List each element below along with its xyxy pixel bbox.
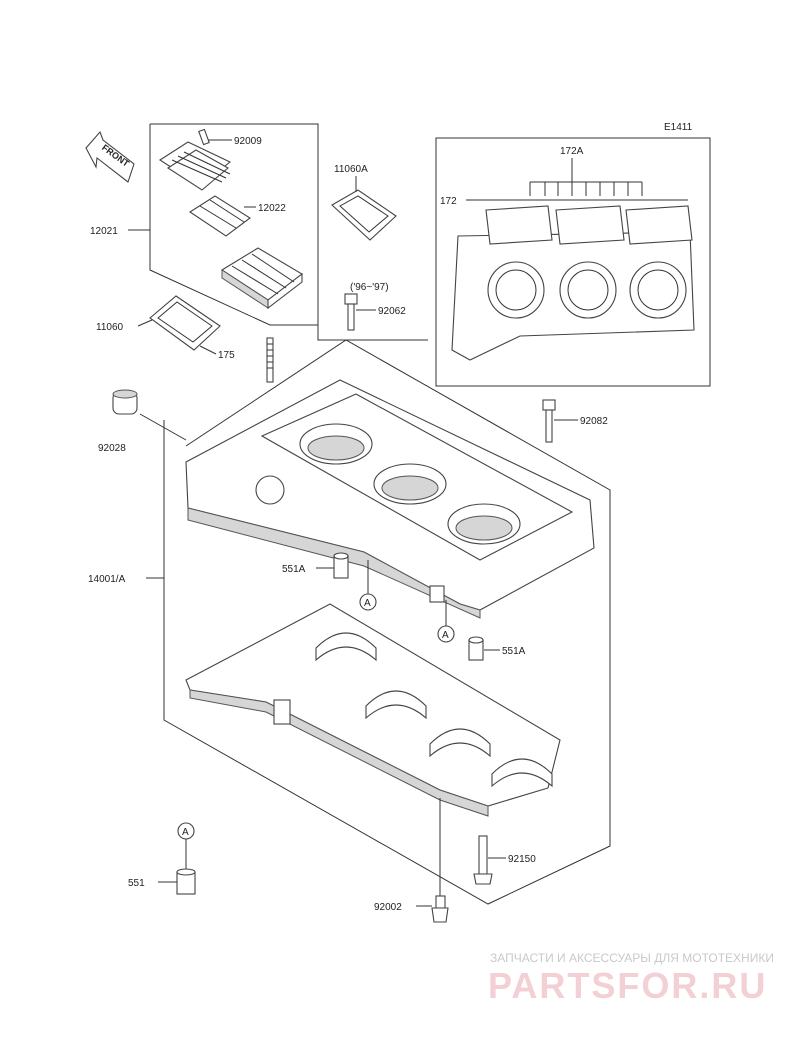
dowel-551A-right: 551A bbox=[468, 636, 526, 661]
ref-marker-a2: A bbox=[437, 600, 455, 643]
callout-175: 175 bbox=[218, 350, 235, 361]
callout-551: 551 bbox=[128, 878, 145, 889]
ref-marker-a1: A bbox=[359, 560, 377, 611]
upper-crankcase bbox=[185, 379, 595, 619]
reed-petals bbox=[158, 128, 232, 191]
gasket-11060: 11060 175 bbox=[96, 295, 235, 361]
diagram-code: E1411 bbox=[664, 122, 693, 133]
callout-92082: 92082 bbox=[580, 416, 608, 427]
callout-92002: 92002 bbox=[374, 902, 402, 913]
bolt-92002: 92002 bbox=[374, 798, 449, 923]
callout-92062: 92062 bbox=[378, 306, 406, 317]
watermark: ЗАПЧАСТИ И АКСЕССУАРЫ ДЛЯ МОТОТЕХНИКИ PA… bbox=[488, 951, 774, 1006]
callout-551A-right: 551A bbox=[502, 646, 526, 657]
callout-11060: 11060 bbox=[96, 322, 124, 333]
dowel-551A-left: 551A bbox=[282, 552, 349, 579]
plug-92028: 92028 bbox=[98, 389, 187, 454]
callout-92009: 92009 bbox=[234, 136, 262, 147]
reed-valve-group: FRONT 92009 12022 12021 bbox=[85, 123, 319, 326]
callout-14001A: 14001/A bbox=[88, 574, 126, 585]
bolt-92150: 92150 bbox=[473, 835, 536, 885]
callout-92028: 92028 bbox=[98, 443, 126, 454]
callout-551A-left: 551A bbox=[282, 564, 306, 575]
callout-172: 172 bbox=[440, 196, 457, 207]
stud-175 bbox=[266, 337, 274, 383]
front-arrow-icon: FRONT bbox=[85, 130, 135, 183]
callout-11060A: 11060A bbox=[334, 164, 368, 175]
reed-stoppers bbox=[188, 195, 251, 237]
watermark-brand: PARTSFOR.RU bbox=[488, 965, 767, 1006]
lower-crankcase bbox=[185, 603, 561, 817]
cylinder-inset: E1411 172A 172 bbox=[435, 122, 711, 387]
callout-92150: 92150 bbox=[508, 854, 536, 865]
ref-marker-a3: A bbox=[177, 822, 195, 870]
crankcase-outline bbox=[163, 339, 611, 905]
ref-a3-text: A bbox=[182, 827, 189, 838]
ref-a2-text: A bbox=[442, 630, 449, 641]
callout-172A: 172A bbox=[560, 146, 584, 157]
bolt-92062-group: ('96~'97) 92062 bbox=[317, 272, 428, 341]
dowel-551: 551 bbox=[128, 868, 196, 895]
years-note: ('96~'97) bbox=[350, 282, 389, 293]
reed-valve-block bbox=[220, 247, 303, 310]
gasket-11060A: 11060A bbox=[331, 164, 397, 241]
watermark-tagline: ЗАПЧАСТИ И АКСЕССУАРЫ ДЛЯ МОТОТЕХНИКИ bbox=[490, 951, 774, 965]
callout-12022: 12022 bbox=[258, 203, 286, 214]
bolt-92082: 92082 bbox=[542, 399, 608, 443]
ref-a1-text: A bbox=[364, 598, 371, 609]
callout-12021: 12021 bbox=[90, 226, 118, 237]
